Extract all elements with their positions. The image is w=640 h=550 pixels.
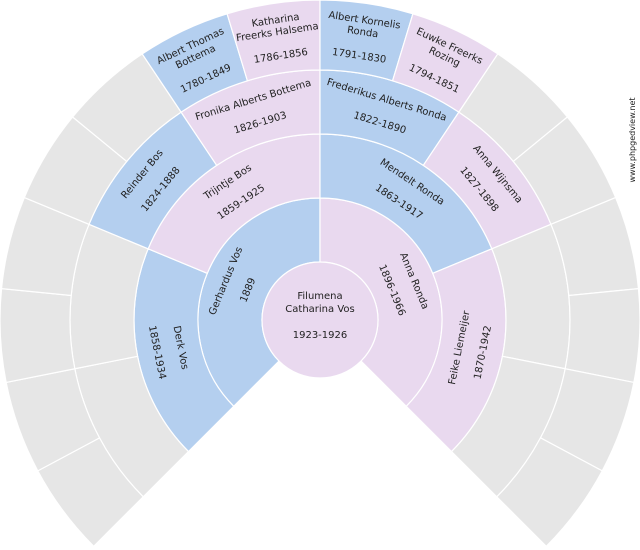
site-watermark-text: www.phpgedview.net (628, 97, 637, 182)
root-name-line-1: Filumena (297, 291, 342, 302)
root-person-circle[interactable] (261, 261, 379, 379)
empty-segment (495, 437, 604, 548)
root-name-line-2: Catharina Vos (285, 304, 354, 315)
empty-segment (0, 287, 76, 384)
site-watermark[interactable]: www.phpgedview.net (626, 95, 638, 185)
person-name: Ronda (346, 25, 379, 40)
empty-segment (564, 287, 640, 384)
root-person-label[interactable]: Filumena Catharina Vos 1923-1926 (285, 291, 354, 341)
root-dates: 1923-1926 (293, 330, 348, 341)
